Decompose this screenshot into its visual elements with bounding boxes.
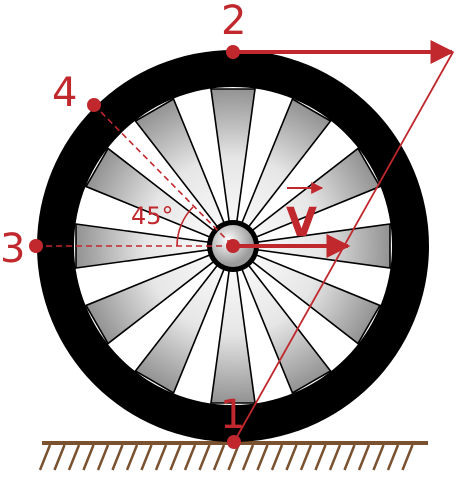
hatch-line (401, 444, 414, 471)
velocity-vectors (233, 40, 455, 258)
point-3-label: 3 (0, 226, 25, 272)
hatch-line (227, 444, 240, 471)
hatch-line (125, 444, 139, 471)
hatch-line (140, 444, 153, 471)
hatch-line (328, 444, 342, 471)
point-2-label: 2 (221, 0, 246, 44)
hatch-line (241, 444, 255, 471)
point-1-dot (227, 435, 241, 449)
hatch-line (96, 444, 110, 471)
hatch-line (285, 444, 298, 471)
point-4-label: 4 (52, 70, 77, 116)
ground (38, 441, 428, 471)
labels: 1 2 3 4 45° V (0, 0, 317, 438)
hatch-line (270, 444, 284, 471)
point-3-dot (29, 239, 43, 253)
angle-arc (176, 206, 194, 247)
hatch-line (212, 444, 226, 471)
hatch-line (53, 444, 66, 471)
hatch-line (357, 444, 371, 471)
hatch-line (299, 444, 313, 471)
center-point (226, 239, 240, 253)
hatch-line (386, 444, 400, 471)
points (29, 45, 241, 449)
hatch-line (256, 444, 269, 471)
hatch-line (372, 444, 385, 471)
angle-label: 45° (131, 202, 174, 230)
hatch-line (67, 444, 81, 471)
velocity-label: V (286, 200, 317, 246)
hatch-line (343, 444, 356, 471)
hatch-line (38, 444, 52, 471)
hatch-line (198, 444, 211, 471)
hatch-line (169, 444, 182, 471)
radius-line-4 (93, 104, 234, 247)
point-4-dot (87, 98, 101, 112)
hatch-line (111, 444, 124, 471)
hatch-line (154, 444, 168, 471)
hatch-line (314, 444, 327, 471)
hatch-line (82, 444, 95, 471)
hatch-line (183, 444, 197, 471)
point-1-label: 1 (220, 392, 245, 438)
point-2-dot (226, 45, 240, 59)
ground-hatching (38, 444, 414, 471)
